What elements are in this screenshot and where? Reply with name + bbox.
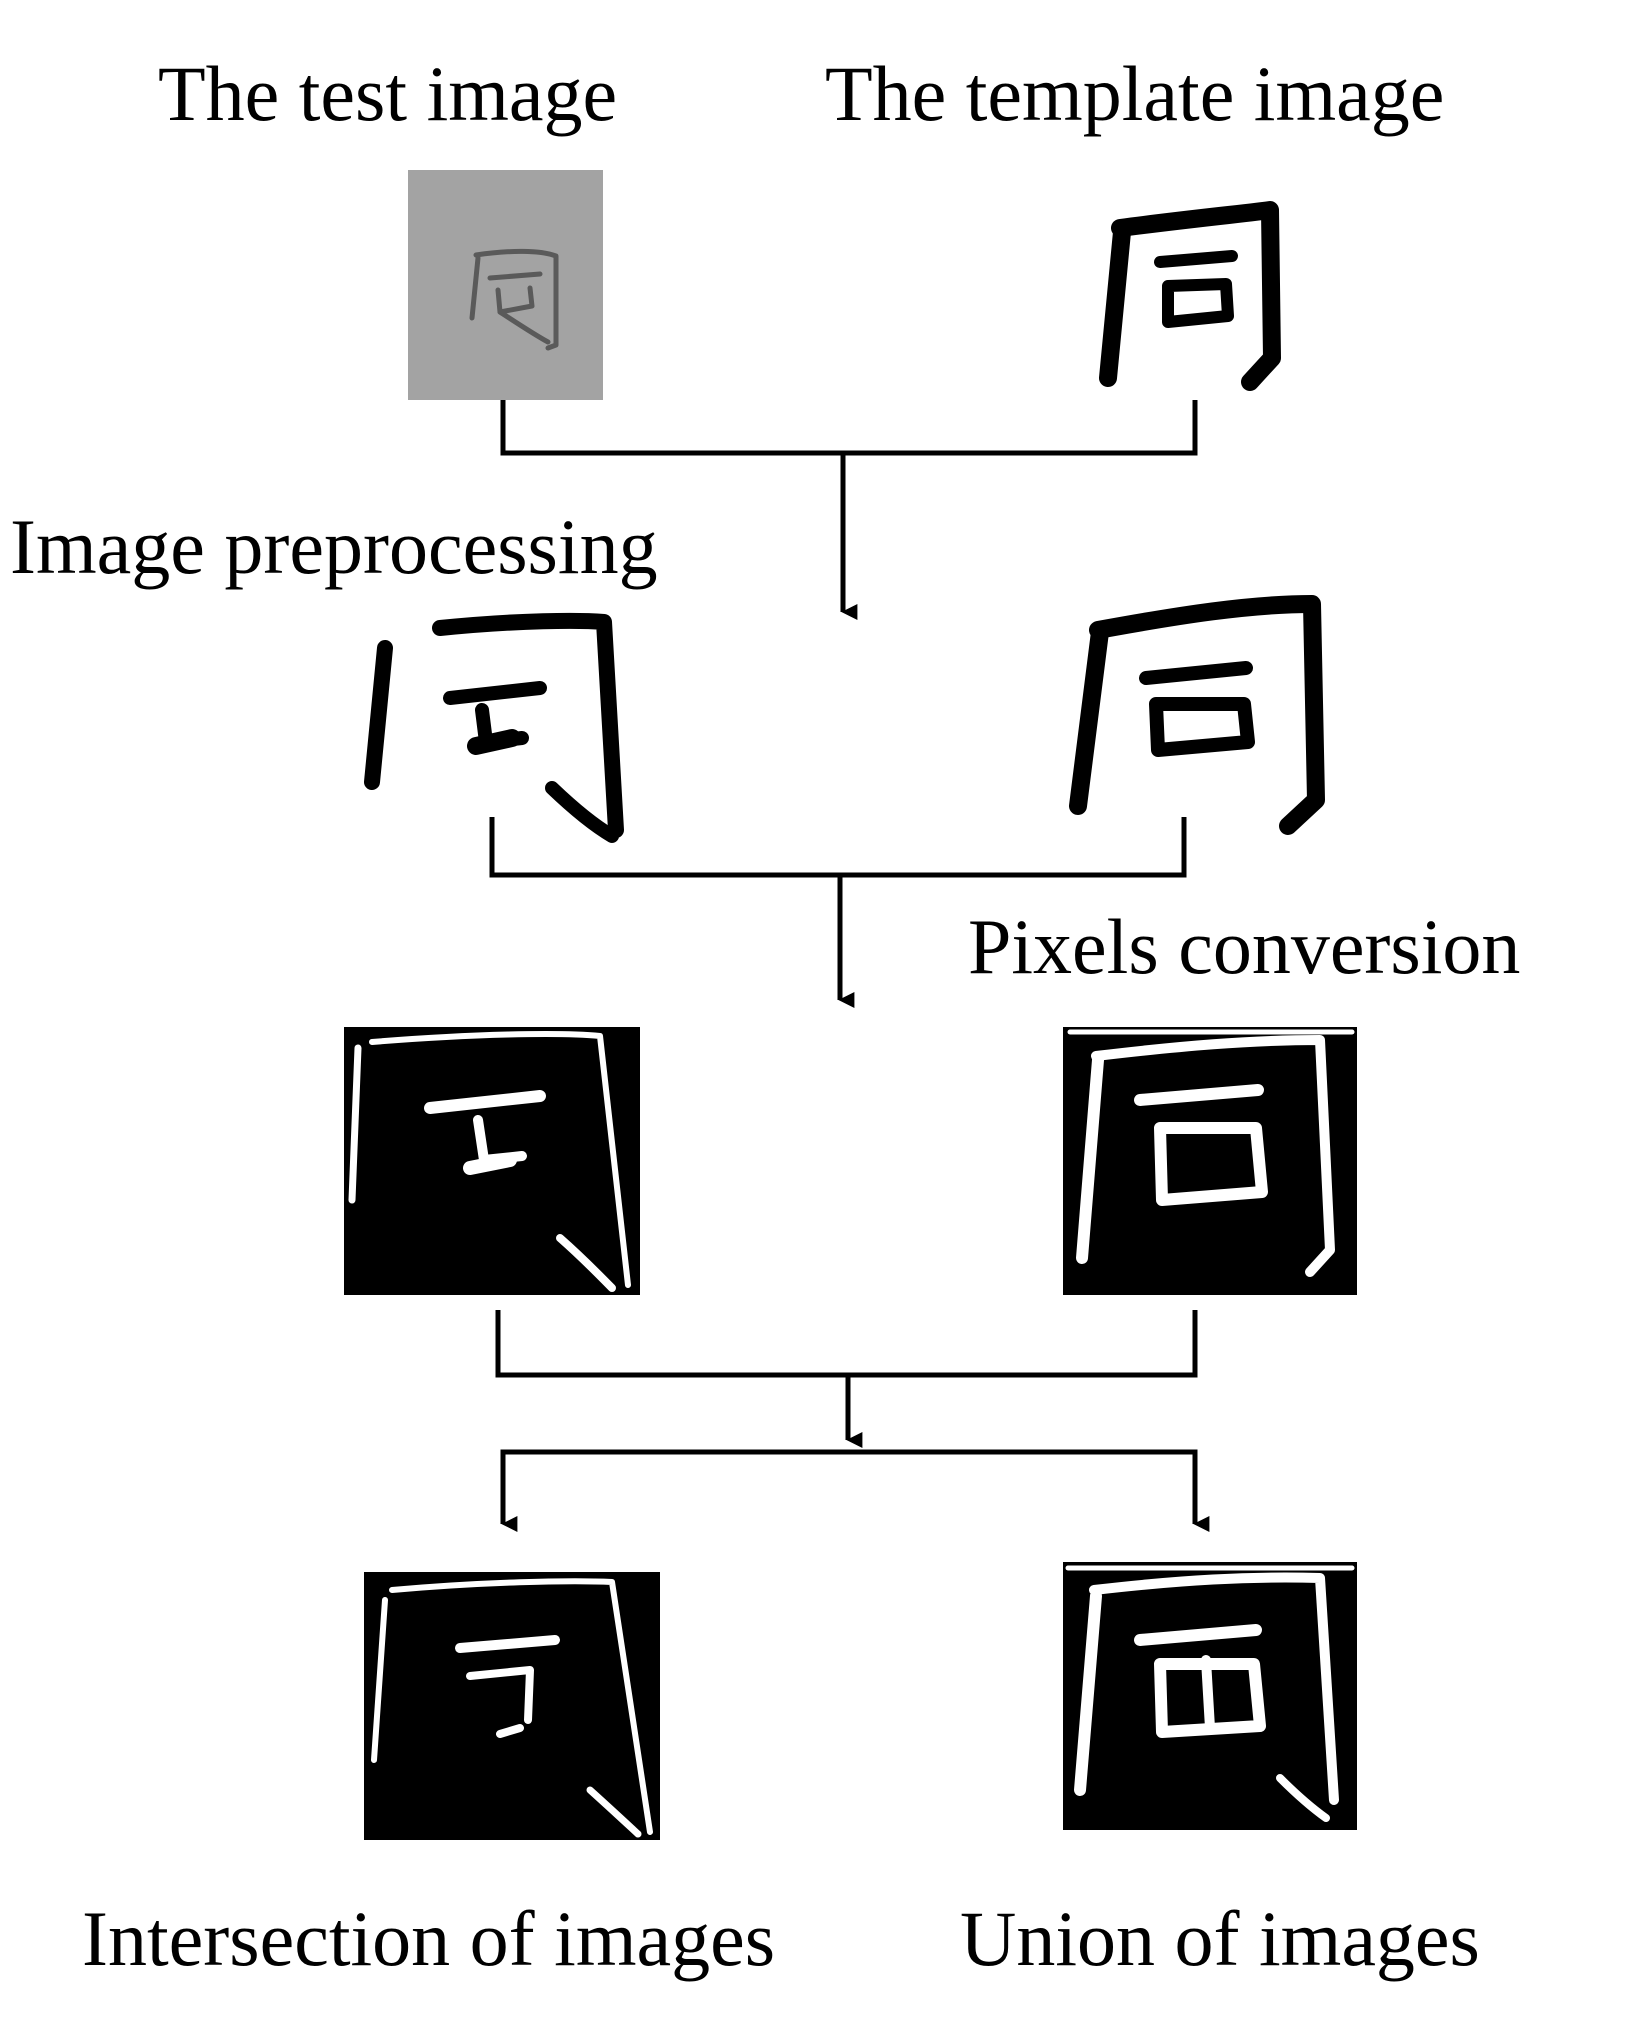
connector-3 bbox=[495, 1310, 1210, 1532]
preprocessed-test-glyph bbox=[364, 612, 624, 843]
template-glyph bbox=[1099, 201, 1281, 391]
label-intersection: Intersection of images bbox=[82, 1895, 776, 1982]
label-union: Union of images bbox=[960, 1895, 1480, 1982]
preprocessed-template-glyph bbox=[1069, 595, 1325, 835]
connector-1 bbox=[500, 400, 1198, 620]
label-pixels-conversion: Pixels conversion bbox=[968, 903, 1521, 990]
label-image-preprocessing: Image preprocessing bbox=[10, 503, 658, 590]
connector-2 bbox=[489, 817, 1187, 1008]
union-image bbox=[1063, 1562, 1357, 1830]
label-test-image: The test image bbox=[158, 50, 618, 137]
intersection-image bbox=[364, 1572, 660, 1840]
binary-test-image bbox=[344, 1027, 640, 1295]
label-template-image: The template image bbox=[825, 50, 1445, 137]
binary-template-image bbox=[1063, 1027, 1357, 1295]
test-image bbox=[408, 170, 603, 400]
